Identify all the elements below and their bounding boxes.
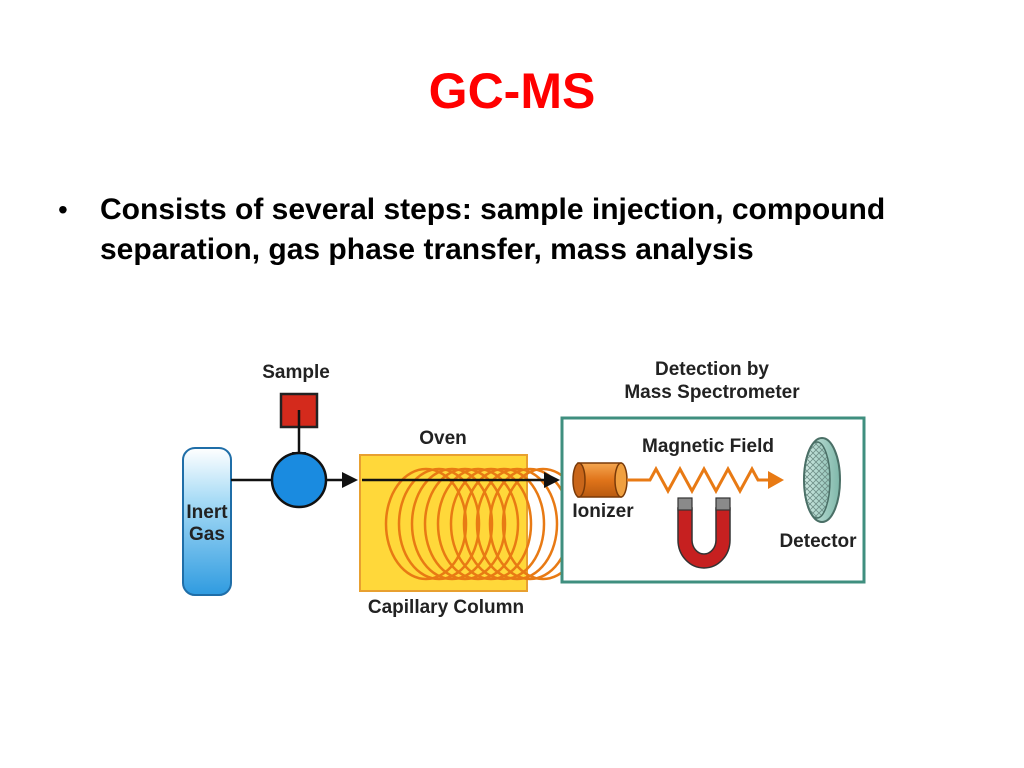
coil-loop: [449, 467, 533, 581]
magnet-icon: [677, 497, 731, 569]
coil-loop: [410, 467, 494, 581]
detector-label: Detector: [779, 531, 857, 552]
bullet-line-1: Consists of several steps: sample inject…: [100, 193, 886, 226]
bullet-marker: •: [58, 194, 68, 225]
coil-loop: [423, 467, 507, 581]
ionizer: [572, 462, 628, 498]
ion-path: [627, 465, 770, 495]
coil-loop: [397, 467, 481, 581]
detection-label-line2: Mass Spectrometer: [624, 382, 800, 403]
coil-loop: [436, 467, 520, 581]
oven-label: Oven: [419, 428, 467, 449]
capillary-coil: [384, 467, 585, 581]
detection-label-line1: Detection by: [655, 359, 769, 380]
injector: [270, 451, 328, 509]
bullet-line-2: separation, gas phase transfer, mass ana…: [100, 233, 754, 266]
ionizer-label: Ionizer: [572, 501, 634, 522]
injector-to-oven-arrow-head: [342, 472, 358, 488]
coil-loop: [475, 467, 559, 581]
slide-title: GC-MS: [428, 63, 596, 119]
inert-gas-tank: [182, 447, 232, 596]
coil-loop: [384, 467, 468, 581]
inert-gas-label-line2: Gas: [189, 524, 225, 545]
inert-gas-label-line1: Inert: [186, 502, 228, 523]
magnetic-field-label: Magnetic Field: [642, 436, 774, 457]
coil-loop: [462, 467, 546, 581]
column-arrow-head: [544, 472, 560, 488]
capillary-column-label: Capillary Column: [368, 597, 524, 618]
sample-label: Sample: [262, 362, 330, 383]
detector: [803, 437, 841, 523]
bullet-text: Consists of several steps: sample inject…: [100, 190, 950, 270]
ion-path-arrow-head: [768, 471, 784, 489]
